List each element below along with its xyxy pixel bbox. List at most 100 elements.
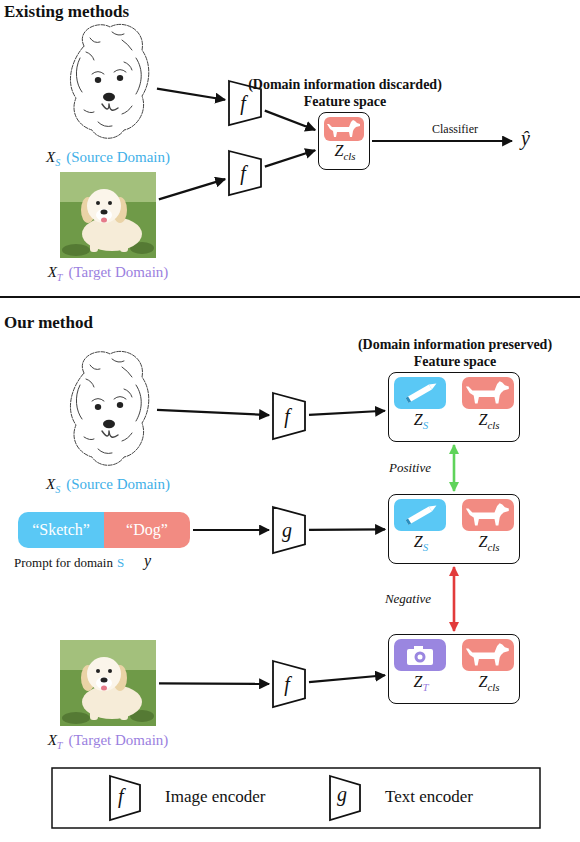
label-holder: y: [144, 552, 151, 570]
feature-variable: Z: [479, 673, 488, 690]
domain-name: (Target Domain): [68, 264, 168, 280]
feature-variable: Z: [414, 411, 423, 428]
sketch-dog-image: [70, 351, 148, 465]
encoder-symbol: f: [240, 92, 246, 115]
feature-space-box: (Domain information discarded)Feature sp…: [318, 112, 370, 170]
image-encoder: f: [272, 660, 306, 708]
feature-label: ZS: [391, 533, 451, 556]
feature-label: Zcls: [459, 673, 519, 696]
feature-heading: (Domain information preserved)Feature sp…: [330, 336, 580, 370]
feature-heading: (Domain information discarded)Feature sp…: [235, 76, 455, 110]
class-chip: [324, 117, 364, 141]
image-encoder: f: [228, 150, 262, 196]
class-prompt: “Dog”: [104, 512, 190, 548]
label-holder: f: [118, 785, 124, 808]
encoder-text-holder: f: [272, 660, 306, 708]
legend-symbol: f: [118, 785, 124, 807]
photo-dog-image: [60, 640, 156, 726]
encoder-outline: [273, 393, 305, 439]
edge-label: Positive: [389, 460, 431, 476]
encoder-symbol: f: [240, 162, 246, 185]
flow-arrow: [193, 529, 269, 531]
feature-title: Feature space: [330, 353, 580, 370]
flow-arrow: [159, 179, 225, 199]
flow-arrow: [157, 410, 269, 415]
label-holder: Prompt for domainS: [14, 553, 124, 571]
prompt-text-holder: “Dog”: [104, 512, 190, 548]
feature-note: (Domain information preserved): [330, 336, 580, 353]
encoder-text-holder: g: [272, 506, 306, 554]
domain-variable: X: [46, 476, 55, 492]
encoder-symbol: f: [284, 405, 290, 428]
section-heading: Existing methods: [4, 2, 129, 21]
flow-arrow: [157, 89, 225, 100]
feature-space-box: (Domain information preserved)Feature sp…: [388, 372, 520, 442]
image-encoder: f: [272, 392, 306, 440]
feature-box: ZTZcls: [388, 634, 520, 704]
label-holder: Classifier: [432, 119, 478, 137]
domain-prompt: “Sketch”: [18, 512, 104, 548]
feature-variable: Z: [414, 533, 423, 550]
encoder-symbol: f: [284, 673, 290, 696]
target-image: XT(Target Domain): [60, 172, 156, 258]
section-heading: Our method: [4, 313, 93, 332]
feature-label: Zcls: [315, 142, 375, 165]
legend-text: Text encoder: [385, 787, 473, 807]
domain-chip: [394, 639, 446, 671]
domain-subscript: T: [57, 272, 63, 283]
legend-box: [52, 768, 540, 828]
encoder-symbol: g: [282, 519, 292, 542]
prediction-symbol: ŷ: [521, 127, 530, 149]
feature-label: Zcls: [459, 533, 519, 556]
flow-arrow: [309, 528, 385, 531]
photo-dog-image: [60, 172, 156, 258]
target-image: XT(Target Domain): [60, 640, 156, 726]
label-holder: Existing methods: [4, 2, 129, 22]
dog-icon: [466, 503, 509, 525]
prompt-word: “Dog”: [126, 521, 168, 539]
image-caption: XS(Source Domain): [0, 148, 224, 172]
label-symbol: y: [144, 552, 151, 569]
domain-subscript: S: [55, 157, 60, 168]
image-caption: XT(Target Domain): [0, 731, 226, 755]
feature-label: ZS: [391, 411, 451, 434]
section-divider: [0, 296, 580, 298]
feature-subscript: cls: [487, 541, 499, 553]
sketch-dog-image: [70, 24, 148, 138]
encoder-text-holder: f: [272, 392, 306, 440]
feature-variable: Z: [479, 533, 488, 550]
feature-variable: Z: [335, 142, 344, 159]
feature-subscript: cls: [487, 419, 499, 431]
positive-pair-arrow: [453, 445, 456, 491]
feature-subscript: T: [422, 681, 428, 693]
domain-chip: [394, 377, 446, 409]
encoder-sample: [330, 776, 360, 820]
class-chip: [462, 377, 514, 409]
source-image: XS(Source Domain): [62, 18, 154, 143]
encoder-sample: [110, 776, 140, 820]
dog-icon: [466, 381, 509, 403]
dog-icon: [466, 643, 509, 665]
pencil-icon: [406, 503, 438, 525]
domain-variable: X: [48, 264, 57, 280]
label-holder: Our method: [4, 313, 93, 333]
source-image: XS(Source Domain): [62, 345, 154, 470]
domain-subscript: S: [55, 484, 60, 495]
domain-chip: [394, 499, 446, 531]
domain-name: (Target Domain): [68, 732, 168, 748]
feature-note: (Domain information discarded): [235, 76, 455, 93]
feature-label: Zcls: [459, 411, 519, 434]
feature-variable: Z: [414, 673, 423, 690]
pencil-icon: [406, 381, 438, 403]
feature-label: ZT: [391, 673, 451, 696]
feature-title: Feature space: [235, 93, 455, 110]
encoder-outline: [229, 151, 261, 195]
edge-label: Negative: [385, 591, 431, 607]
feature-subscript: S: [423, 541, 428, 553]
flow-arrow: [265, 150, 315, 166]
image-caption: XS(Source Domain): [0, 475, 224, 499]
legend-text: Image encoder: [165, 787, 266, 807]
label-holder: g: [337, 783, 347, 806]
